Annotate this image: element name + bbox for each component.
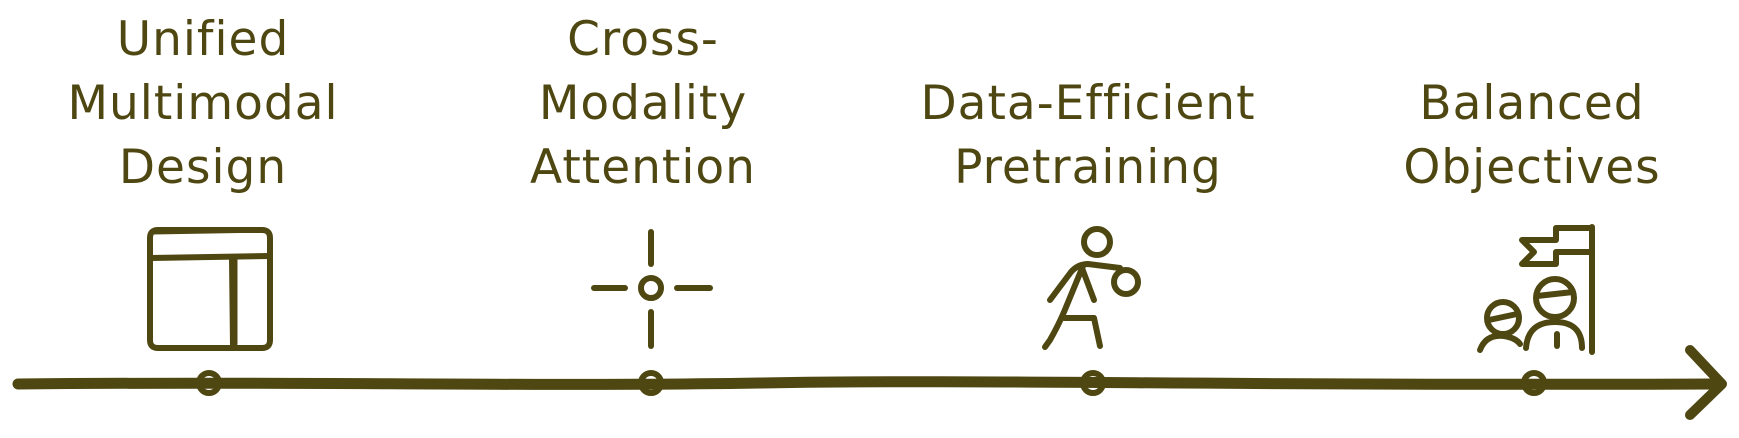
timeline-marker-3 <box>1080 370 1106 396</box>
milestone-label-1: Unified Multimodal Design <box>23 8 383 200</box>
crosshair-focus-icon <box>591 229 713 349</box>
timeline-marker-1 <box>196 370 222 396</box>
timeline-arrowhead <box>1685 345 1727 420</box>
milestone-label-2-line-2: Modality <box>538 76 748 131</box>
milestone-label-2-line-3: Attention <box>530 140 756 195</box>
milestone-label-4-line-2: Objectives <box>1403 140 1661 195</box>
person-running-icon <box>1042 226 1141 350</box>
milestone-label-3-line-1: Data-Efficient <box>920 76 1256 131</box>
milestone-label-2: Cross- Modality Attention <box>463 8 823 200</box>
milestone-label-2-line-1: Cross- <box>567 12 719 67</box>
milestone-label-1-line-2: Multimodal <box>67 76 339 131</box>
timeline-marker-4 <box>1521 370 1547 396</box>
milestone-label-3: Data-Efficient Pretraining <box>908 72 1268 200</box>
team-flag-icon <box>1477 224 1595 355</box>
milestone-label-4: Balanced Objectives <box>1352 72 1712 200</box>
milestone-label-1-line-3: Design <box>118 140 288 195</box>
timeline-axis <box>12 376 1722 390</box>
timeline-marker-2 <box>638 370 664 396</box>
layout-window-icon <box>147 227 273 351</box>
milestone-label-1-line-1: Unified <box>116 12 290 67</box>
milestone-label-3-line-2: Pretraining <box>954 140 1222 195</box>
milestone-label-4-line-1: Balanced <box>1419 76 1645 131</box>
